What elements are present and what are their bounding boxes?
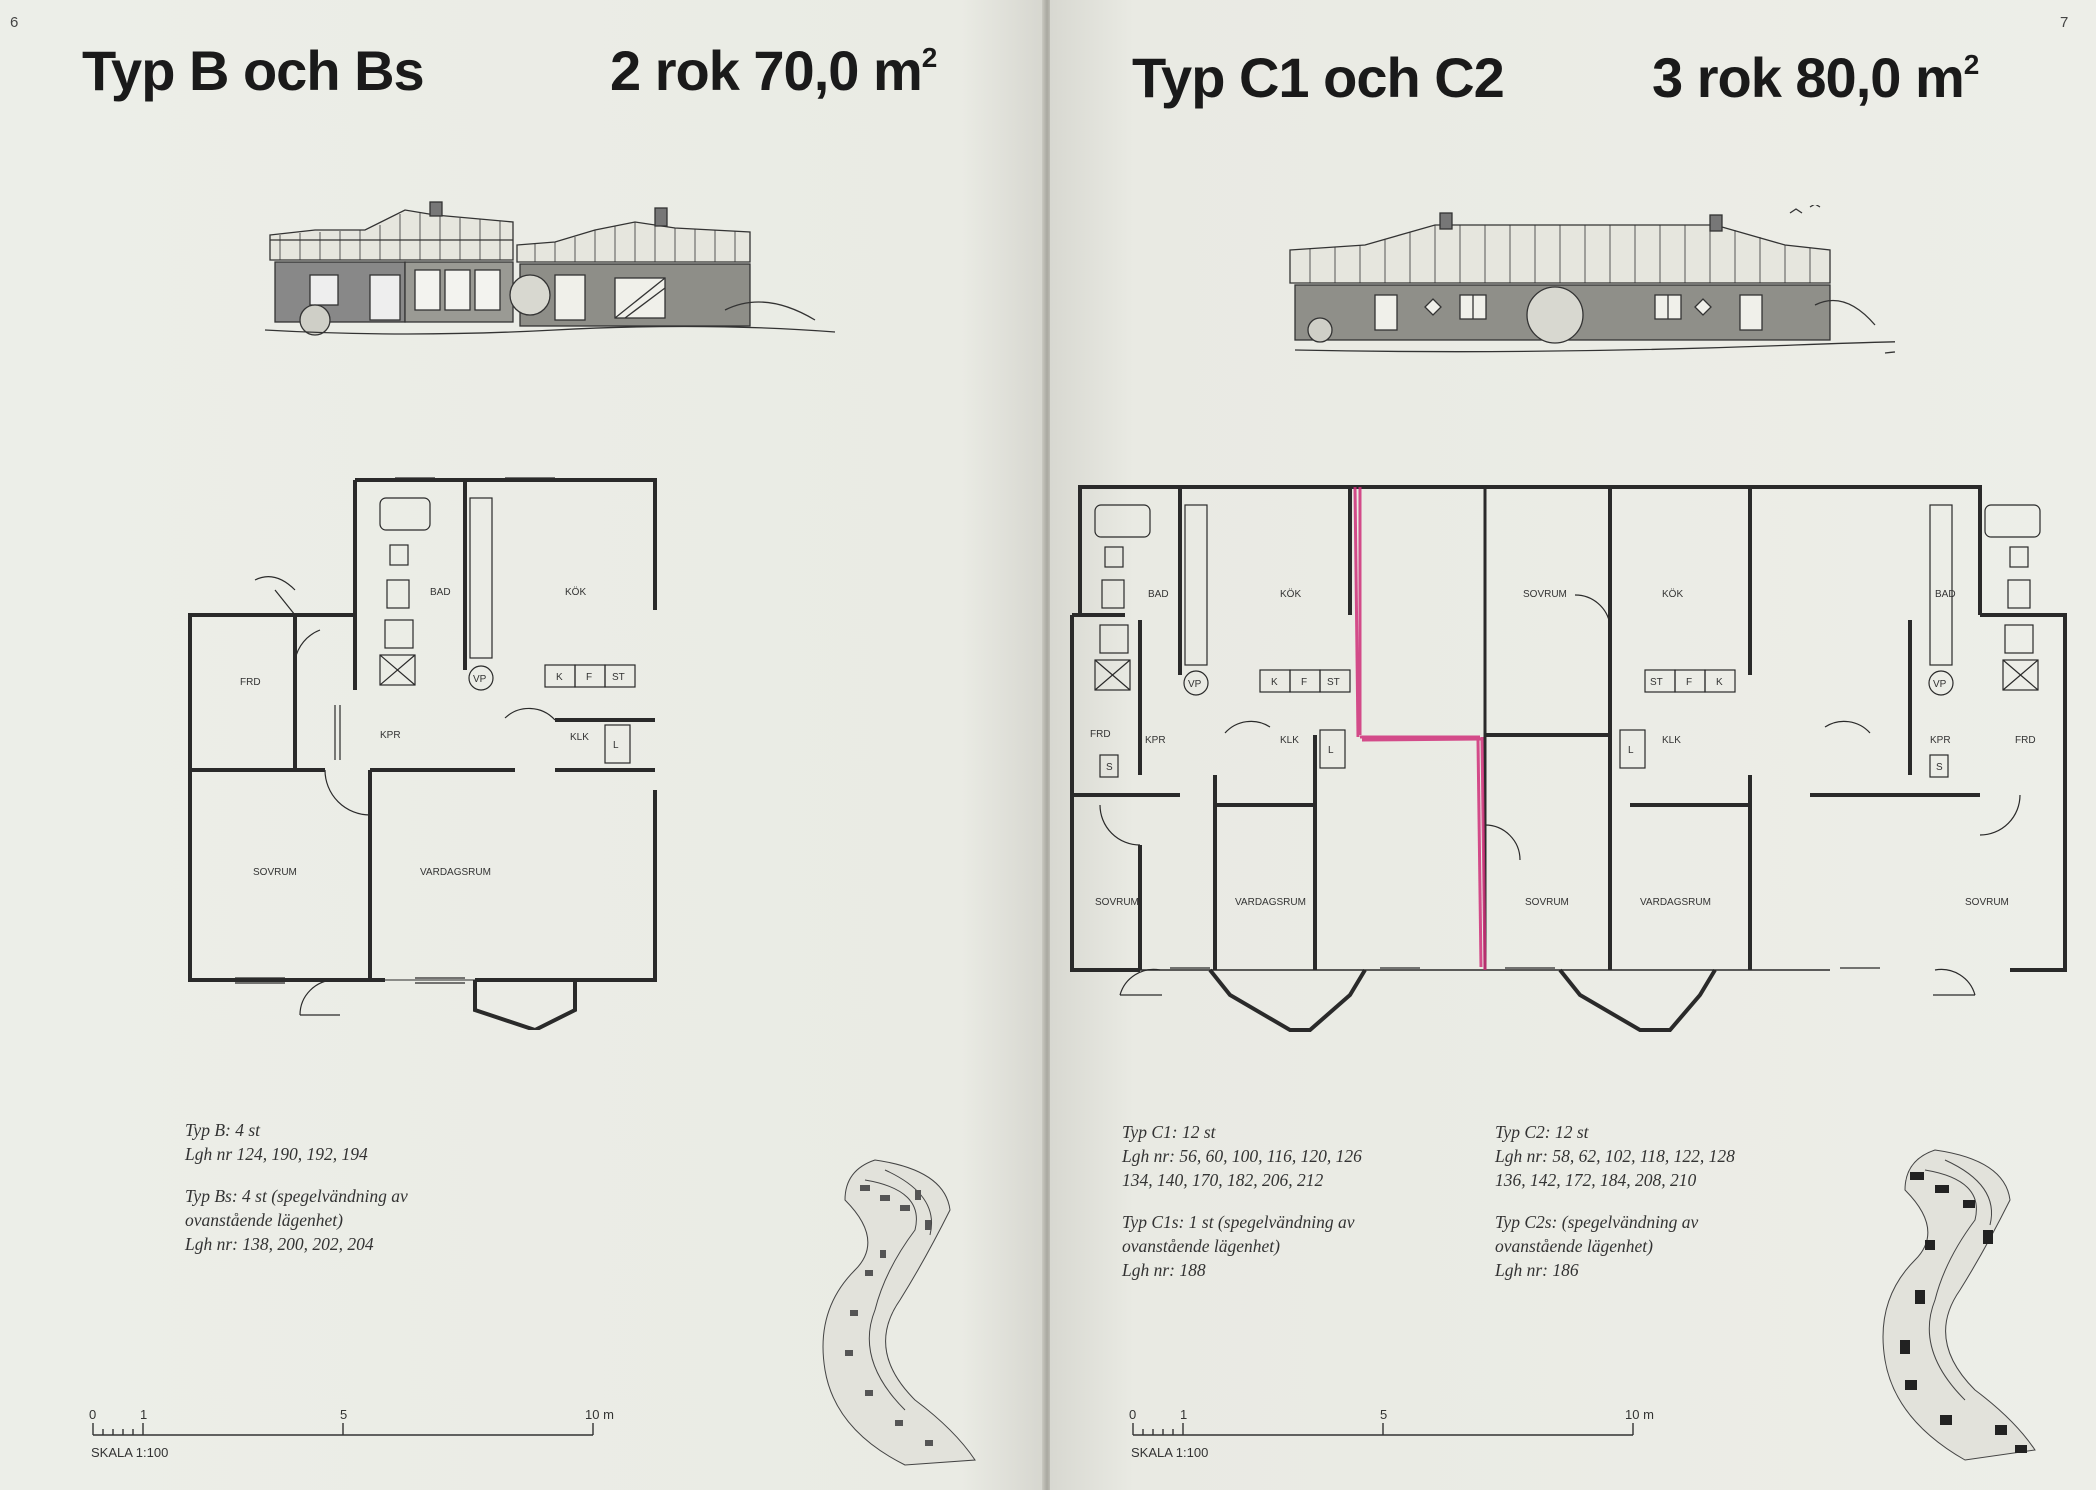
room-label-kok: KÖK [565,586,586,598]
note-line: Typ C1s: 1 st (spegelvändning av [1122,1212,1355,1232]
appliance-st: ST [1650,677,1663,688]
scale-label: SKALA 1:100 [1131,1445,1208,1460]
room-label-sovrum: SOVRUM [1095,897,1139,908]
note-line: Typ C2s: (spegelvändning av [1495,1212,1699,1232]
appliance-l: L [1628,745,1634,756]
notes-c2: Typ C2: 12 st Lgh nr: 58, 62, 102, 118, … [1495,1120,1735,1282]
note-line: Lgh nr 124, 190, 192, 194 [185,1144,368,1164]
left-size: 2 rok 70,0 m2 [610,38,938,103]
room-label-bad: BAD [1148,589,1169,600]
appliance-st: ST [612,672,625,683]
room-label-kpr: KPR [1930,735,1951,746]
appliance-vp: VP [1933,679,1947,690]
note-line: Lgh nr: 186 [1495,1260,1579,1280]
left-size-text: 2 rok 70,0 m [610,39,923,102]
room-label-sovrum: SOVRUM [253,867,297,878]
note-line: ovanstående lägenhet) [1495,1236,1653,1256]
scale-label: SKALA 1:100 [91,1445,168,1460]
note-line: Typ Bs: 4 st (spegelvändning av [185,1186,408,1206]
room-label-klk: KLK [1280,735,1299,746]
note-line: 136, 142, 172, 184, 208, 210 [1495,1170,1697,1190]
right-title: Typ C1 och C2 [1132,46,1505,109]
floor-plan-c: BAD KÖK SOVRUM KÖK BAD FRD KPR KLK KLK K… [1070,485,2067,1032]
note-line: Typ C1: 12 st [1122,1122,1216,1142]
room-label-bad: BAD [430,587,451,598]
room-label-bad: BAD [1935,589,1956,600]
note-line: Typ B: 4 st [185,1120,261,1140]
room-label-frd: FRD [240,677,261,688]
scale-tick-0: 0 [89,1407,96,1422]
scale-tick-1: 1 [1180,1407,1187,1422]
elevation-sketch-b [264,201,836,336]
room-label-kpr: KPR [380,730,401,741]
right-size-sup: 2 [1963,49,1980,80]
room-label-vardagsrum: VARDAGSRUM [420,867,491,878]
room-label-klk: KLK [1662,735,1681,746]
page-number-left: 6 [10,14,19,31]
note-line: ovanstående lägenhet) [185,1210,343,1230]
note-line: Lgh nr: 138, 200, 202, 204 [185,1234,374,1254]
appliance-l: L [613,740,619,751]
room-label-kok: KÖK [1280,588,1301,600]
appliance-s: S [1936,762,1943,773]
note-line: ovanstående lägenhet) [1122,1236,1280,1256]
scale-tick-10: 10 m [1625,1407,1654,1422]
notes-c1: Typ C1: 12 st Lgh nr: 56, 60, 100, 116, … [1122,1120,1362,1282]
room-label-frd: FRD [1090,729,1111,740]
scale-tick-1: 1 [140,1407,147,1422]
floor-plan-b: BAD KÖK FRD KPR KLK SOVRUM VARDAGSRUM K … [188,477,657,1030]
room-label-klk: KLK [570,732,589,743]
appliance-f: F [1301,677,1307,688]
room-label-vardagsrum: VARDAGSRUM [1640,897,1711,908]
scale-bar-left: 0 1 5 10 m SKALA 1:100 [89,1407,614,1460]
right-size-text: 3 rok 80,0 m [1652,46,1965,109]
scale-bar-right: 0 1 5 10 m SKALA 1:100 [1129,1407,1654,1460]
appliance-vp: VP [473,674,487,685]
room-label-kok: KÖK [1662,588,1683,600]
room-label-sovrum: SOVRUM [1965,897,2009,908]
room-label-sovrum: SOVRUM [1525,897,1569,908]
site-map-right [1882,1149,2036,1461]
scale-tick-5: 5 [340,1407,347,1422]
right-page: 7 Typ C1 och C2 3 rok 80,0 m2 [1050,0,2096,1490]
appliance-k: K [1716,677,1723,688]
right-size: 3 rok 80,0 m2 [1652,45,1980,110]
left-title: Typ B och Bs [82,39,425,102]
scale-tick-0: 0 [1129,1407,1136,1422]
site-map-left [822,1159,976,1466]
appliance-k: K [556,672,563,683]
left-size-sup: 2 [921,42,938,73]
note-line: Typ C2: 12 st [1495,1122,1589,1142]
note-line: 134, 140, 170, 182, 206, 212 [1122,1170,1324,1190]
appliance-s: S [1106,762,1113,773]
room-label-frd: FRD [2015,735,2036,746]
appliance-vp: VP [1188,679,1202,690]
left-page: 6 Typ B och Bs 2 rok 70,0 m2 [0,0,1045,1490]
elevation-sketch-c [1289,205,1895,354]
room-label-vardagsrum: VARDAGSRUM [1235,897,1306,908]
appliance-l: L [1328,745,1334,756]
appliance-k: K [1271,677,1278,688]
scale-tick-5: 5 [1380,1407,1387,1422]
notes-b: Typ B: 4 st Lgh nr 124, 190, 192, 194 Ty… [185,1118,408,1256]
page-number-right: 7 [2060,14,2069,31]
note-line: Lgh nr: 56, 60, 100, 116, 120, 126 [1122,1146,1362,1166]
room-label-kpr: KPR [1145,735,1166,746]
appliance-f: F [586,672,592,683]
appliance-st: ST [1327,677,1340,688]
note-line: Lgh nr: 188 [1122,1260,1206,1280]
scale-tick-10: 10 m [585,1407,614,1422]
room-label-sovrum: SOVRUM [1523,589,1567,600]
appliance-f: F [1686,677,1692,688]
book-gutter [1042,0,1052,1490]
note-line: Lgh nr: 58, 62, 102, 118, 122, 128 [1495,1146,1735,1166]
